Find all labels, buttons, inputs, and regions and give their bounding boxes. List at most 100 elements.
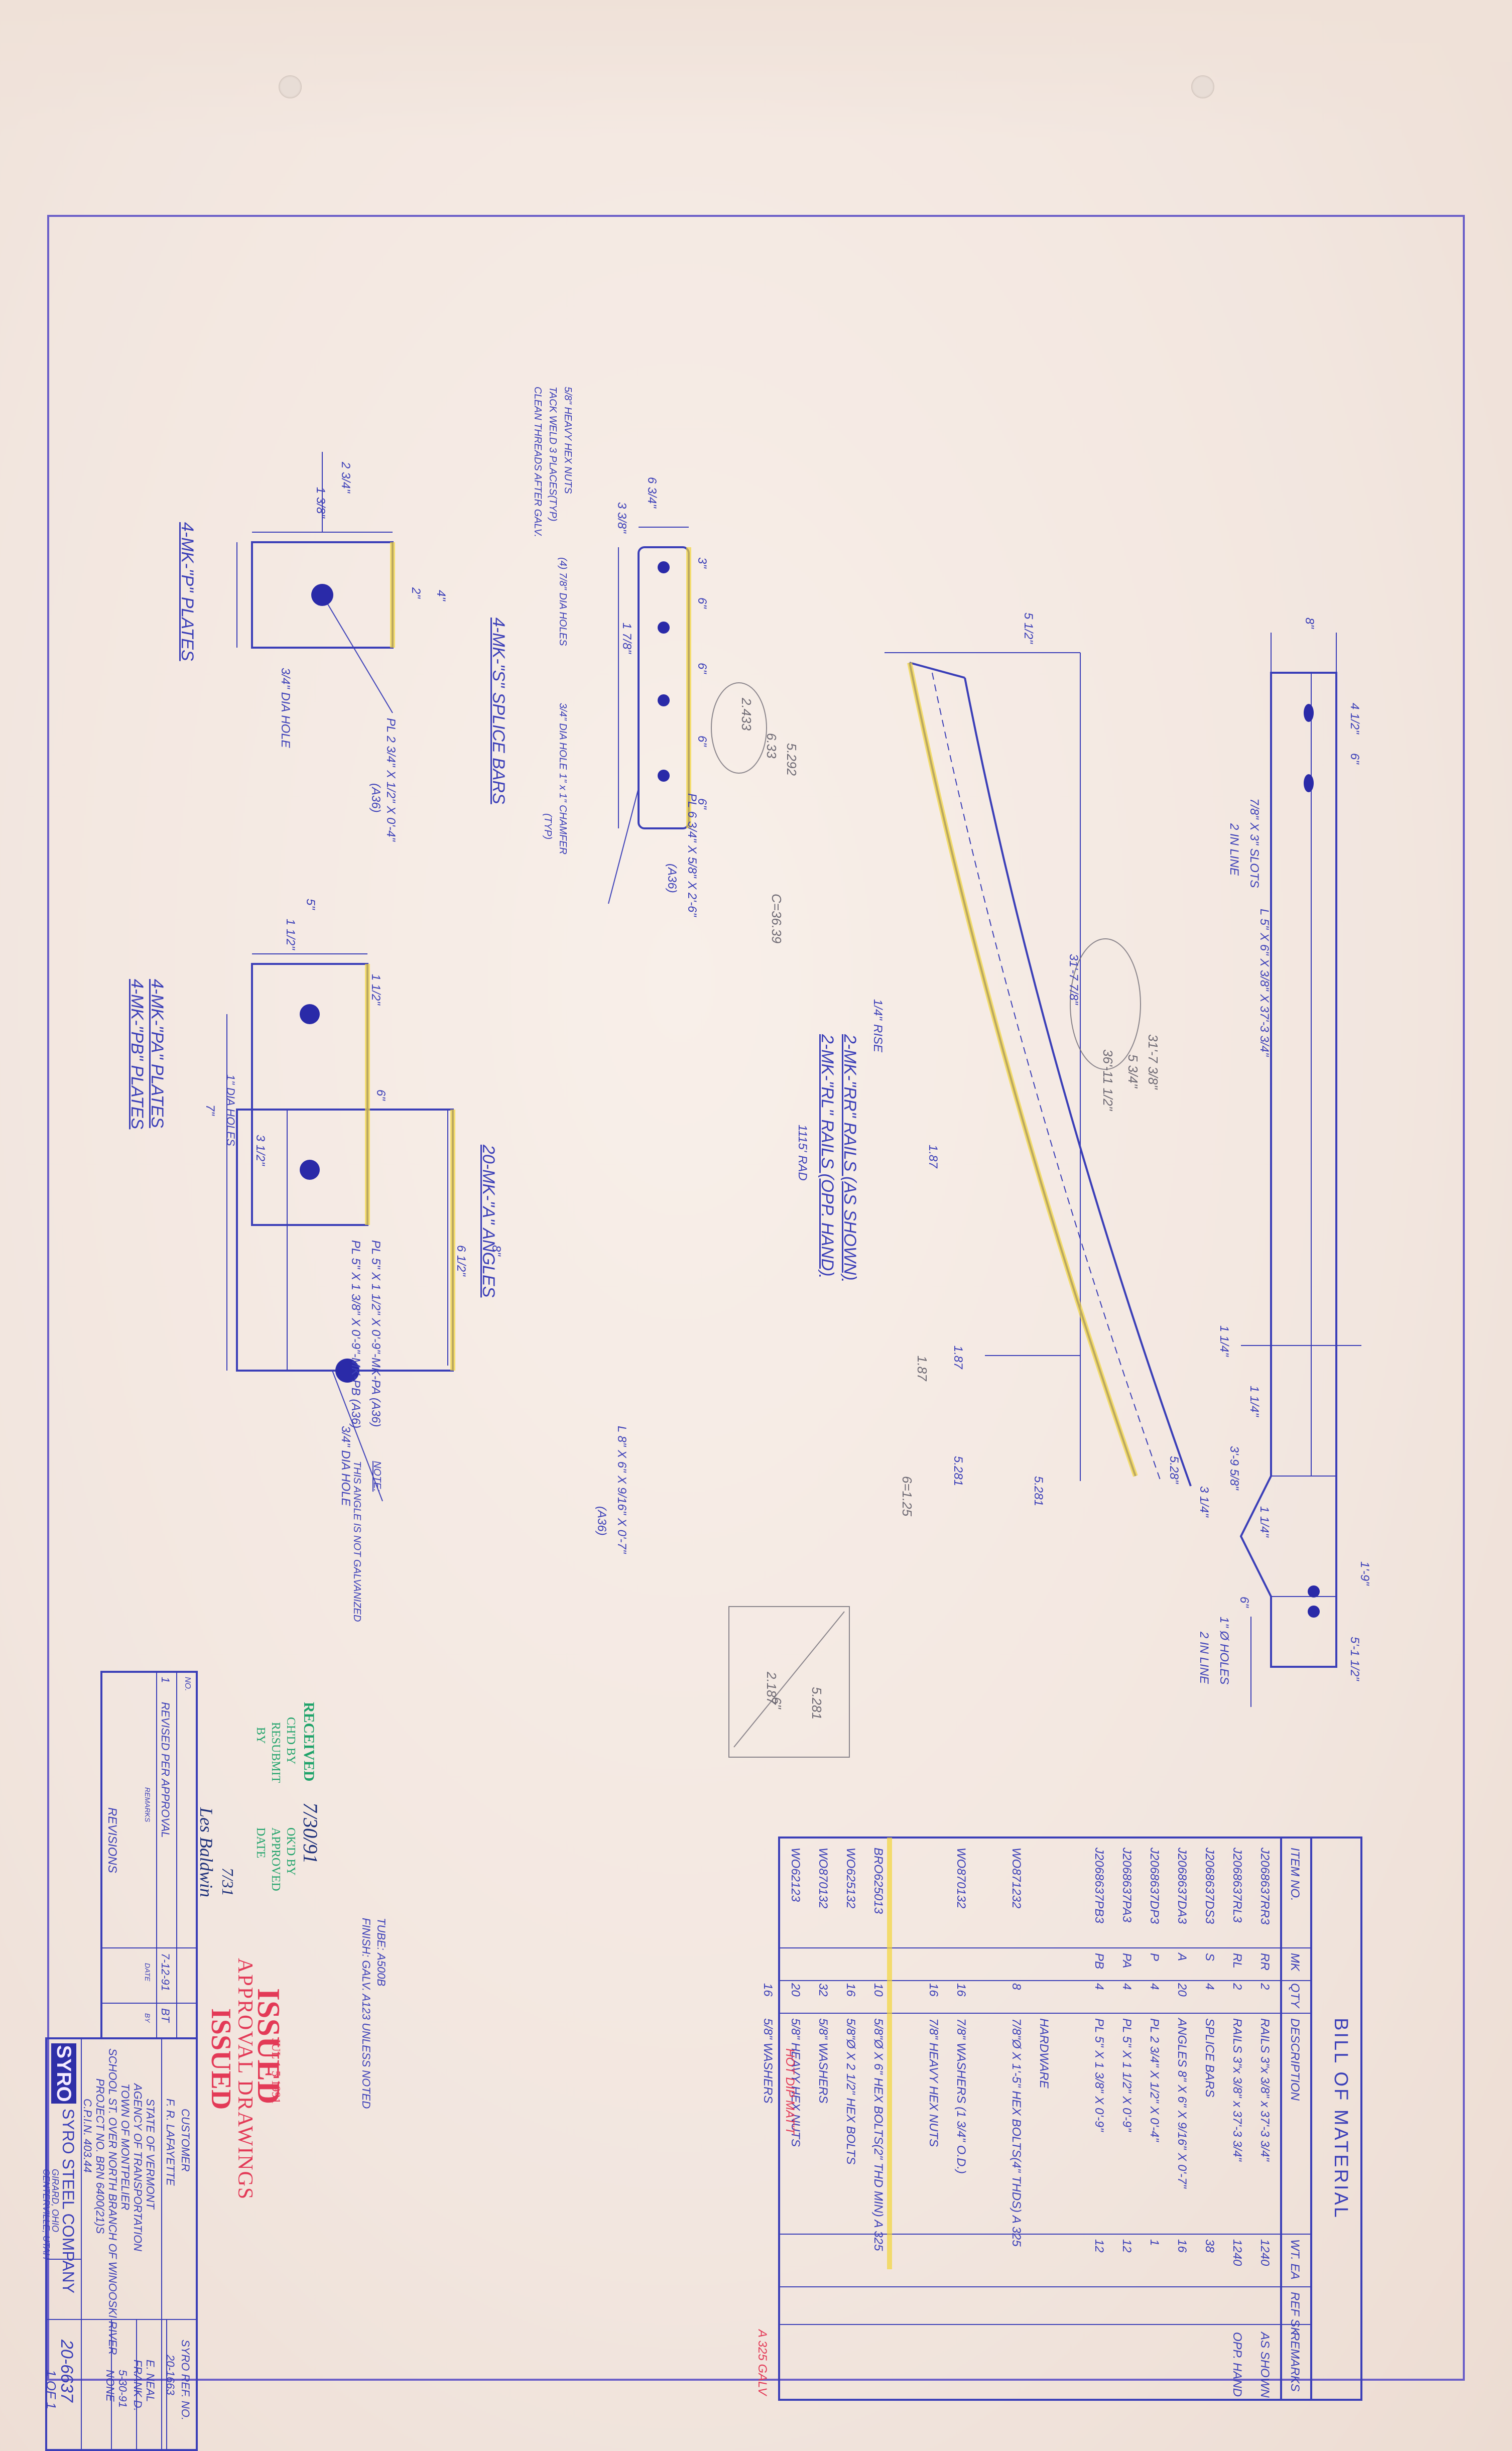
bom-header-mk: MK [1288,1953,1302,1971]
bom-cell-desc: SPLICE BARS [1203,2018,1216,2098]
bom-cell-mk: RL [1230,1953,1244,1969]
paper-band [0,0,1512,141]
pencil-note: 5.281 [809,1687,824,1720]
splice-hole [658,770,670,782]
bom-header-qty: QTY [1288,1983,1302,2008]
highlighter-marks [365,542,1138,2269]
elev-slots: 7/8" X 3" SLOTS [1247,798,1261,888]
rail-bottom-edge [964,677,1192,1487]
elev-dim-5-1: 5'-1 1/2" [1348,1637,1361,1681]
p-plates-label: 4-MK-"P" PLATES [178,522,197,661]
rail-dim-b: 1.87 [926,1145,940,1168]
elev-inline2: 2 IN LINE [1197,1632,1211,1684]
bom-handwritten-hot-dip: HOT DIP MAT'T [783,2048,797,2135]
rail-rise-label: RISE [871,1024,885,1053]
elev-holes: 1" Ø HOLES [1217,1617,1231,1685]
bom-cell-qty: 8 [1010,1983,1023,1990]
bom-header-remarks: REMARKS [1288,2332,1302,2392]
bom-header-item: ITEM NO. [1288,1848,1302,1901]
bom-cell-qty: 4 [1092,1983,1106,1990]
a-note-label: NOTE: [371,1461,383,1492]
issued-date: JUL 1 5 1991 [269,2038,282,2104]
bom-cell-desc: 5/8" WASHERS [816,2018,830,2104]
company-addr2: CENTERVILLE, UTAH [41,2169,51,2260]
splice-hole [658,561,670,573]
revisions-title: REVISIONS [105,1807,119,1873]
bom-cell-qty: 20 [789,1983,802,1997]
drawing-scale: NONE [104,2370,116,2402]
punch-hole [279,75,302,98]
elev-inline: 2 IN LINE [1227,823,1241,876]
bom-cell-mk: PB [1092,1953,1106,1970]
pa-holes-note: 1" DIA HOLES [224,1074,237,1146]
bom-cell-item: WO870132 [954,1848,968,1909]
bom-cell-desc: RAILS 3"x 3/8" x 37'-3 3/4" [1230,2018,1244,2161]
elev-angle: L 5" X 6" X 3/8" X 37'-3 3/4" [1257,909,1271,1057]
bom-cell-wt: 1240 [1258,2239,1272,2266]
bom-header-wt: WT. EA [1288,2239,1302,2280]
bom-cell-remarks: OPP. HAND [1230,2332,1244,2397]
bom-cell-wt: 16 [1175,2239,1189,2253]
rails-rr-label: 2-MK-"RR" RAILS (AS SHOWN) [840,1034,859,1281]
bom-row [1056,1837,1085,2400]
pa-dim-5in: 5" [304,899,317,910]
p-dim-4in: 4" [434,590,448,601]
by-stamp: BY [254,1727,267,1744]
rail-dim-c: 5.281 [1032,1476,1045,1507]
revisions-by-label: BY [144,2013,152,2023]
splice-bar-outline [638,546,690,829]
resubmit-stamp: RESUBMIT [269,1722,282,1783]
rail-radius: 1115' RAD [796,1125,809,1181]
bom-cell-qty: 16 [761,1983,775,1997]
bom-header-desc: DESCRIPTION [1288,2018,1302,2101]
ok-by-stamp: OK'D BY [284,1827,297,1876]
received-stamp: RECEIVED [301,1702,317,1782]
bom-handwritten-galv: A 325 GALV [755,2330,769,2396]
title-block-box [45,2037,198,2451]
p-dim-width: 2 3/4" [339,462,352,493]
a-angle-hole-note: 3/4" DIA HOLE [339,1426,352,1506]
bom-cell-qty: 10 [871,1983,885,1997]
pencil-note: 5.292 [784,743,799,776]
pa-dim-6in: 6" [374,1089,388,1100]
bom-cell-qty: 2 [1230,1983,1244,1990]
customer-label: CUSTOMER [179,2109,192,2172]
bom-cell-qty: 2 [1258,1983,1272,1990]
bom-cell-remarks: AS SHOWN [1258,2332,1272,2398]
revision-number: 1 [159,1677,172,1683]
s-dim-edge: 1 7/8" [620,623,634,654]
elev-dim-1-25b: 1 1/4" [1247,1386,1261,1417]
bom-cell-desc: 7/8" WASHERS (1 3/4" O.D.) [954,2018,968,2174]
s-clean-note: CLEAN THREADS AFTER GALV. [532,387,543,538]
bom-cell-mk: S [1203,1953,1216,1962]
bom-cell-desc: 5/8"Ø X 2 1/2" HEX BOLTS [844,2018,857,2165]
bom-cell-item: WO871232 [1010,1848,1023,1909]
pencil-note: 6=1.25 [900,1476,915,1517]
revision-date: 7-12-91 [159,1953,172,1991]
drawn-by: E. NEAL [144,2360,157,2402]
pencil-note: 6" [769,1697,784,1709]
bom-cell-mk: RR [1258,1953,1272,1971]
ref-label: SYRO REF. NO. [179,2340,192,2420]
bom-cell-wt: 1240 [1230,2239,1244,2266]
s-dim-half: 3 3/8" [615,502,628,533]
revisions-no-label: NO. [183,1677,192,1691]
ref-number: 20-1663 [164,2355,177,2395]
s-chamfer-note: 1" x 1" CHAMFER [557,773,568,855]
rail-top-dim: 5 1/2" [1022,612,1035,644]
bom-cell-wt: 12 [1092,2239,1106,2253]
p-plate-spec: (A36) [369,783,383,813]
pa-plates-label: 4-MK-"PA" PLATES [148,979,167,1128]
revision-text: REVISED PER APPROVAL [159,1702,172,1838]
p-dim-2in: 2" [409,587,423,598]
s-splice-label: 4-MK-"S" SPLICE BARS [489,618,508,804]
project-number: PROJECT NO. BRN 6400(21)S [94,2078,106,2234]
